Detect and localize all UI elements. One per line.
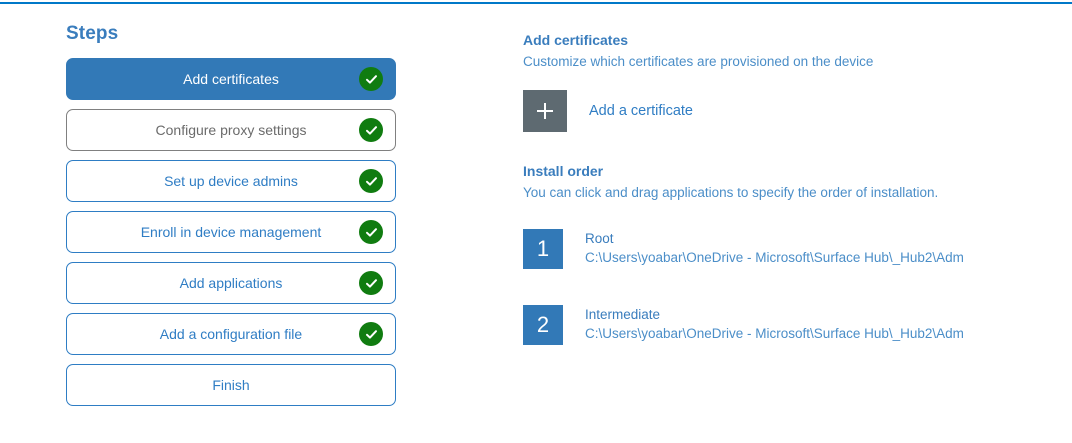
order-item-path: C:\Users\yoabar\OneDrive - Microsoft\Sur… [585, 326, 964, 341]
check-circle-icon [359, 322, 383, 346]
check-circle-icon [359, 169, 383, 193]
steps-heading: Steps [66, 23, 119, 44]
step-button-1[interactable]: Configure proxy settings [66, 109, 396, 151]
detail-pane: Add certificates Customize which certifi… [523, 30, 1072, 381]
top-accent-rule [0, 2, 1072, 4]
step-label: Configure proxy settings [155, 122, 307, 138]
step-button-0[interactable]: Add certificates [66, 58, 396, 100]
step-label: Add a configuration file [159, 326, 303, 342]
order-number-badge: 2 [523, 305, 563, 345]
step-button-2[interactable]: Set up device admins [66, 160, 396, 202]
check-circle-icon [359, 220, 383, 244]
detail-subtitle: Customize which certificates are provisi… [523, 54, 874, 69]
install-order-section: Install order You can click and drag app… [523, 161, 1072, 345]
plus-icon [523, 90, 567, 132]
step-button-5[interactable]: Add a configuration file [66, 313, 396, 355]
order-item-name: Intermediate [585, 307, 661, 322]
install-order-title: Install order [523, 163, 604, 179]
check-circle-icon [359, 271, 383, 295]
step-button-4[interactable]: Add applications [66, 262, 396, 304]
order-item-name: Root [585, 231, 614, 246]
step-label: Set up device admins [164, 173, 298, 189]
step-label: Enroll in device management [140, 224, 322, 240]
check-circle-icon [359, 118, 383, 142]
step-button-6[interactable]: Finish [66, 364, 396, 406]
step-button-3[interactable]: Enroll in device management [66, 211, 396, 253]
order-number-badge: 1 [523, 229, 563, 269]
add-a-certificate-label: Add a certificate [589, 103, 693, 119]
detail-title: Add certificates [523, 32, 629, 48]
order-item-path: C:\Users\yoabar\OneDrive - Microsoft\Sur… [585, 250, 964, 265]
step-label: Add certificates [183, 71, 279, 87]
step-label: Finish [212, 377, 250, 393]
step-label: Add applications [179, 275, 283, 291]
add-a-certificate-button[interactable]: Add a certificate [523, 90, 693, 132]
install-order-subtitle: You can click and drag applications to s… [523, 185, 939, 200]
check-circle-icon [359, 67, 383, 91]
